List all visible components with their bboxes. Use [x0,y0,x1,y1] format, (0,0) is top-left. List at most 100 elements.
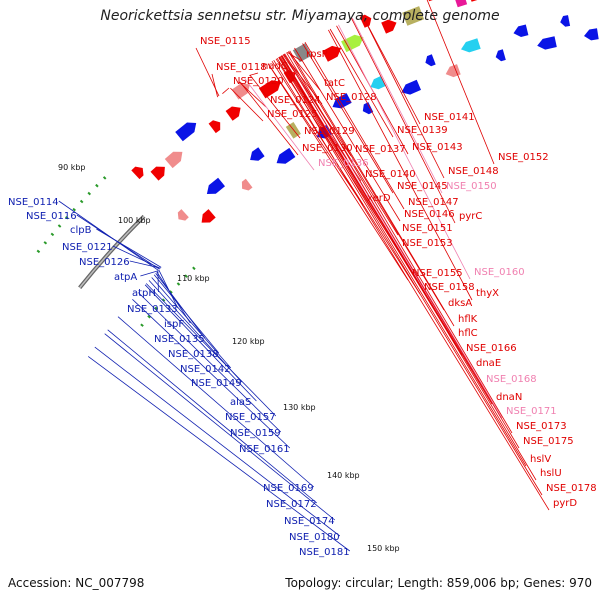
gene-label-forward: NSE_0175 [523,436,574,447]
gene-label-reverse: NSE_0159 [230,428,281,439]
leader-line-forward [249,74,301,139]
gene-label-forward: NSE_0140 [365,169,416,180]
gene-label-forward: dksA [448,298,472,309]
scale-label: 90 kbp [58,163,86,172]
leader-line-reverse [104,333,336,521]
gene-label-forward: NSE_0146 [404,209,455,220]
accession-text: Accession: NC_007798 [8,576,145,590]
gene-arrow-reverse [560,15,571,27]
gene-arrow-reverse [276,147,296,164]
gene-arrow-forward [381,19,397,34]
gene-arrow-forward [322,45,342,62]
leader-line-forward [426,0,495,165]
leader-line-reverse [107,329,318,504]
leader-line-reverse [117,316,315,488]
gene-arrow-forward [225,106,241,121]
leader-line-forward [276,57,543,496]
leader-line-forward [361,13,421,125]
gene-arrow-reverse [362,102,374,115]
gene-label-reverse: NSE_0133 [127,304,178,315]
leader-line-reverse [155,272,206,339]
gene-arrow-reverse [201,209,216,223]
leader-line-reverse [156,271,191,324]
leader-line-forward [249,72,259,76]
gene-label-forward: NSE_0137 [355,144,406,155]
gene-label-forward: NSE_0118 [216,62,267,73]
gene-label-reverse: NSE_0138 [168,349,219,360]
leader-line-forward [267,63,409,281]
leader-line-forward [351,18,456,224]
gene-label-forward: NSE_0160 [474,267,525,278]
gene-label-reverse: NSE_0172 [266,499,317,510]
leader-line-forward [222,87,230,95]
leader-line-forward [302,43,394,194]
gene-label-forward: NSE_0148 [448,166,499,177]
gene-label-reverse: NSE_0161 [239,444,290,455]
gene-label-reverse: NSE_0169 [263,483,314,494]
gene-label-forward: dnaE [476,358,501,369]
leader-line-reverse [129,260,161,269]
gene-arrow-forward [175,122,197,142]
leader-line-reverse [96,228,162,268]
gene-arrow-reverse [425,54,436,67]
leader-line-forward [244,78,315,171]
gene-label-forward: rpsP [306,49,328,60]
gene-label-forward: NSE_0152 [498,152,549,163]
gene-label-forward: NSE_0171 [506,406,557,417]
gene-label-forward: NSE_0147 [408,197,459,208]
gene-label-forward: NSE_0141 [424,112,475,123]
gene-arrow-reverse [461,38,481,53]
gene-arrow-reverse [513,24,529,37]
leader-line-reverse [132,299,291,449]
gene-label-forward: thyX [476,288,499,299]
gene-arrow-reverse [332,93,352,109]
gene-arrow-reverse [584,28,599,41]
leader-line-reverse [145,283,277,417]
gene-label-reverse: NSE_0149 [191,378,242,389]
gene-arrow-reverse [401,79,421,95]
gene-label-forward: NSE_0124 [270,95,321,106]
gene-label-reverse: alaS [230,397,251,408]
gene-label-reverse: NSE_0135 [154,334,205,345]
leader-line-forward [211,73,218,98]
gene-label-reverse: ispF [164,319,184,330]
outer-tick-ring [35,176,107,255]
leader-line-reverse [138,292,282,433]
gene-label-forward: NSE_0150 [446,181,497,192]
gene-label-reverse: NSE_0114 [8,197,59,208]
gene-label-reverse: clpB [70,225,92,236]
gene-label-forward: hflC [458,328,478,339]
leader-line-forward [304,41,405,210]
scale-label: 120 kbp [232,337,265,346]
gene-label-forward: NSE_0151 [402,223,453,234]
gene-label-forward: nadC [262,61,288,72]
gene-arrow-forward [471,0,478,2]
gene-arrow-reverse [250,147,265,161]
backbone-highlight [79,215,145,289]
gene-arrow-reverse [177,209,189,221]
gene-arrow-reverse [241,178,253,191]
gene-label-reverse: NSE_0121 [62,242,113,253]
gene-arrow-forward [428,0,433,2]
gene-label-forward: NSE_0143 [412,142,463,153]
leader-line-reverse [112,245,161,269]
gene-arrow-reverse [370,76,386,90]
gene-label-forward: dnaN [496,392,522,403]
leader-line-forward [328,29,473,301]
scale-label: 130 kbp [283,403,316,412]
gene-label-reverse: NSE_0174 [284,516,335,527]
gene-label-forward: hslU [540,468,562,479]
leader-line-reverse [87,356,351,552]
gene-label-forward: NSE_0129 [304,126,355,137]
scale-label: 100 kbp [118,216,151,225]
gene-label-reverse: NSE_0116 [26,211,77,222]
leader-line-forward [267,63,364,206]
gene-label-forward: pyrD [553,498,577,509]
leader-line-forward [294,47,401,222]
gene-label-forward: pyrC [459,211,482,222]
gene-arrow-reverse [445,64,461,78]
leader-line-reverse [94,346,341,537]
